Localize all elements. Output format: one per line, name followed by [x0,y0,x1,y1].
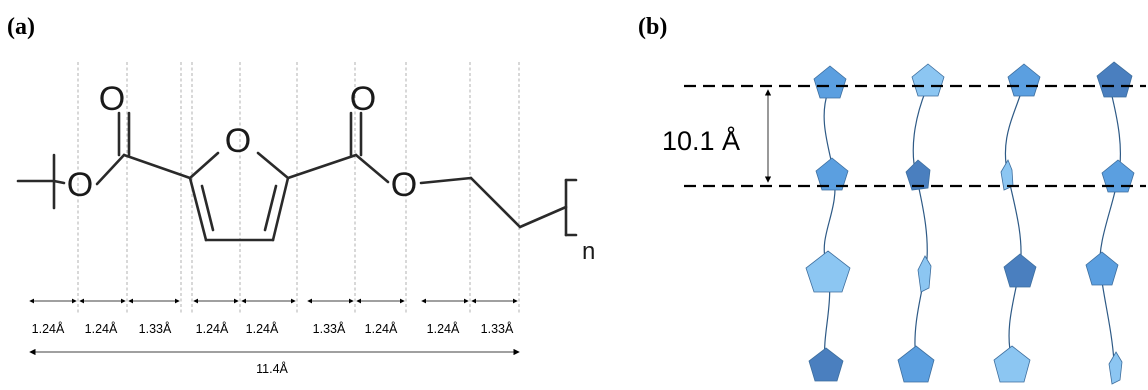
furan-ring [813,65,847,99]
furan-ring [808,347,844,382]
segment-length-label: 1.24Å [32,321,65,336]
furan-ring [897,345,935,383]
ring-bond [256,151,290,180]
polymer-chain [1099,87,1122,363]
carbonyl-oxygen-right: O [350,80,376,118]
segment-length-label: 1.33Å [481,321,514,336]
furan-ring [815,157,849,191]
guide-lines [77,62,520,315]
furan-ring [805,250,851,293]
polymer-chain [1004,89,1023,361]
panel-b: (b) [638,14,1146,385]
furan-ring [1003,253,1037,288]
segment-length-label: 1.24Å [427,321,460,336]
bond [52,179,66,185]
furan-ring [911,63,945,97]
furan-ring [1096,61,1133,98]
bond [469,176,522,229]
furan-ring [1085,251,1119,286]
ring-inner-bond [263,184,278,232]
bond [419,176,473,185]
bond [518,205,568,229]
polymer-chain [912,89,928,361]
ester-oxygen-right: O [391,166,417,204]
furan-ring [1101,159,1135,193]
repeat-subscript: n [582,238,595,265]
carbonyl-oxygen-left: O [99,80,125,118]
spacing-label: 10.1 Å [662,125,740,156]
furan-ring [1108,351,1123,385]
segment-length-label: 1.33Å [139,321,172,336]
ring-bond [188,176,208,242]
furan-ring [1007,63,1041,97]
ring-bond [271,176,290,242]
segment-length-label: 1.33Å [313,321,346,336]
polymer-chain [823,91,836,363]
ester-oxygen-left: O [67,166,93,204]
furan-ring [905,159,931,191]
segment-length-label: 1.24Å [246,321,279,336]
furan-rings [805,61,1135,385]
bond [122,153,192,180]
ring-inner-bond [200,184,215,232]
segment-length-labels: 1.24Å 1.24Å 1.33Å 1.24Å 1.24Å 1.33Å 1.24… [32,321,514,336]
ring-bond [188,151,220,180]
segment-length-label: 1.24Å [365,321,398,336]
panel-a: (a) [7,14,595,376]
bond [354,153,390,184]
bond [95,153,126,186]
total-length-label: 11.4Å [256,361,288,376]
furan-ring [993,345,1031,383]
furan-ring [917,255,932,293]
panel-b-label: (b) [638,14,667,40]
panel-a-label: (a) [7,14,35,40]
bond [286,153,358,180]
furan-ring-oxygen: O [225,122,251,160]
polymer-chains [823,87,1122,363]
segment-length-label: 1.24Å [85,321,118,336]
segment-length-label: 1.24Å [196,321,229,336]
furan-ring [1000,159,1014,191]
pef-repeat-unit-structure [16,111,578,242]
